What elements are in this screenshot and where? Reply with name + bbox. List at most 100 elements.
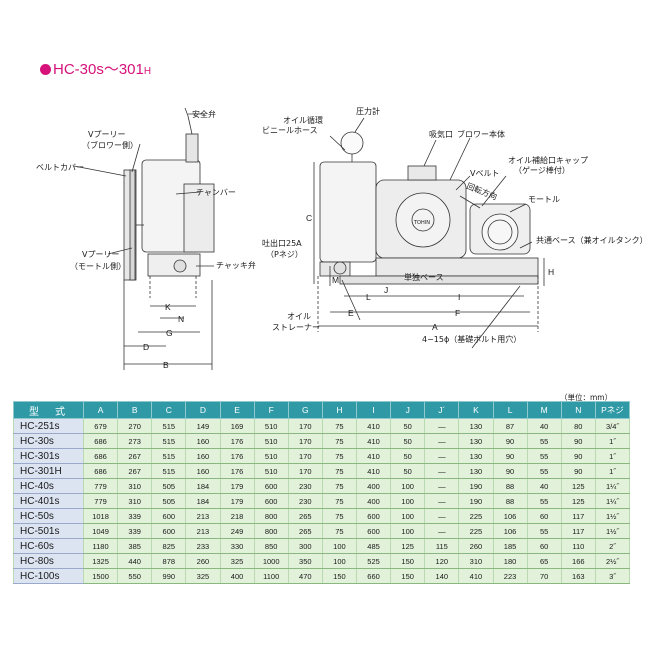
dim-g: G — [166, 328, 173, 338]
table-cell: 515 — [151, 418, 187, 434]
table-cell: 50 — [390, 418, 426, 434]
table-cell: 75 — [321, 508, 358, 524]
table-cell: 600 — [355, 523, 392, 539]
chamber-front — [319, 161, 377, 263]
table-cell: 60 — [526, 538, 562, 554]
table-cell: 170 — [287, 433, 323, 449]
table-cell: 75 — [321, 433, 358, 449]
page-title: HC-30s〜301H — [40, 58, 151, 79]
table-cell: 310 — [117, 493, 153, 509]
table-cell: 100 — [321, 553, 358, 569]
column-header: I — [355, 401, 392, 419]
table-cell: 325 — [185, 568, 221, 584]
table-cell: 100 — [390, 523, 426, 539]
table-cell: — — [424, 418, 460, 434]
table-cell: 260 — [458, 538, 494, 554]
table-cell: 176 — [219, 448, 255, 464]
pressure-gauge-dial — [340, 131, 364, 155]
table-cell: — — [424, 493, 460, 509]
table-cell: 55 — [526, 493, 562, 509]
dim-e: E — [348, 308, 354, 318]
table-cell: 90 — [492, 463, 528, 479]
table-cell: 339 — [117, 523, 153, 539]
column-header: C — [151, 401, 187, 419]
table-cell: 88 — [492, 478, 528, 494]
table-cell: 115 — [424, 538, 460, 554]
label-oil-cap-gauge: （ゲージ棒付） — [514, 165, 570, 175]
table-cell: 825 — [151, 538, 187, 554]
table-cell: 510 — [253, 433, 289, 449]
title-suffix: H — [143, 66, 152, 77]
table-cell: 3˝ — [594, 568, 631, 584]
table-cell: 110 — [560, 538, 596, 554]
column-header: K — [458, 401, 494, 419]
table-cell: 213 — [185, 523, 221, 539]
table-cell: 100 — [321, 538, 358, 554]
table-cell: 100 — [390, 478, 426, 494]
dim-f: F — [455, 308, 460, 318]
column-header: N — [560, 401, 596, 419]
label-motor: モートル — [528, 195, 560, 204]
table-cell: 150 — [321, 568, 358, 584]
table-cell: 130 — [458, 463, 494, 479]
table-cell: 163 — [560, 568, 596, 584]
table-cell: 686 — [82, 448, 119, 464]
table-cell: 600 — [151, 508, 187, 524]
dimension-drawing: 安全弁 Vプーリー （ブロワー側） ベルトカバー チャンバー Vプーリー （モー… — [36, 106, 648, 370]
table-cell: 410 — [355, 433, 392, 449]
label-bolt-holes-phi: ϕ — [444, 335, 449, 344]
column-header: J´ — [424, 401, 460, 419]
title-text: HC-30s〜301 — [53, 61, 144, 78]
label-oil-circulation: オイル循環 — [283, 115, 323, 125]
table-cell: 125 — [560, 478, 596, 494]
table-cell: 55 — [526, 433, 562, 449]
table-cell: 515 — [151, 433, 187, 449]
table-cell: 230 — [287, 478, 323, 494]
label-belt-cover: ベルトカバー — [36, 163, 84, 172]
column-header: L — [492, 401, 528, 419]
model-cell: HC-401s — [13, 493, 84, 509]
table-cell: 600 — [253, 478, 289, 494]
label-v-pulley-blower-side: （ブロワー側） — [82, 140, 138, 150]
model-cell: HC-251s — [13, 418, 84, 434]
table-cell: 1˝ — [594, 433, 631, 449]
table-cell: 190 — [458, 478, 494, 494]
table-cell: 310 — [117, 478, 153, 494]
table-cell: 800 — [253, 508, 289, 524]
dim-h: H — [548, 267, 554, 277]
label-v-belt: Vベルト — [470, 169, 499, 178]
table-cell: 213 — [185, 508, 221, 524]
table-cell: 686 — [82, 463, 119, 479]
table-cell: 325 — [219, 553, 255, 569]
table-cell: 170 — [287, 463, 323, 479]
table-cell: 60 — [526, 508, 562, 524]
table-cell: — — [424, 448, 460, 464]
label-outlet-thread: （Pネジ） — [266, 250, 303, 259]
model-cell: HC-50s — [13, 508, 84, 524]
table-cell: 160 — [185, 463, 221, 479]
table-cell: 510 — [253, 418, 289, 434]
table-cell: 184 — [185, 478, 221, 494]
model-cell: HC-501s — [13, 523, 84, 539]
table-cell: 233 — [185, 538, 221, 554]
label-pressure-gauge: 圧力計 — [356, 106, 380, 116]
table-cell: 350 — [287, 553, 323, 569]
dim-a: A — [432, 322, 438, 332]
table-cell: 265 — [287, 508, 323, 524]
table-cell: 1½˝ — [594, 523, 631, 539]
column-header: G — [287, 401, 323, 419]
model-cell: HC-60s — [13, 538, 84, 554]
table-cell: 100 — [390, 508, 426, 524]
table-cell: 265 — [287, 523, 323, 539]
table-cell: 400 — [219, 568, 255, 584]
table-cell: 40 — [526, 478, 562, 494]
label-common-base: 共通ベース（兼オイルタンク） — [536, 235, 648, 245]
table-cell: 267 — [117, 448, 153, 464]
dim-l: L — [366, 292, 371, 302]
